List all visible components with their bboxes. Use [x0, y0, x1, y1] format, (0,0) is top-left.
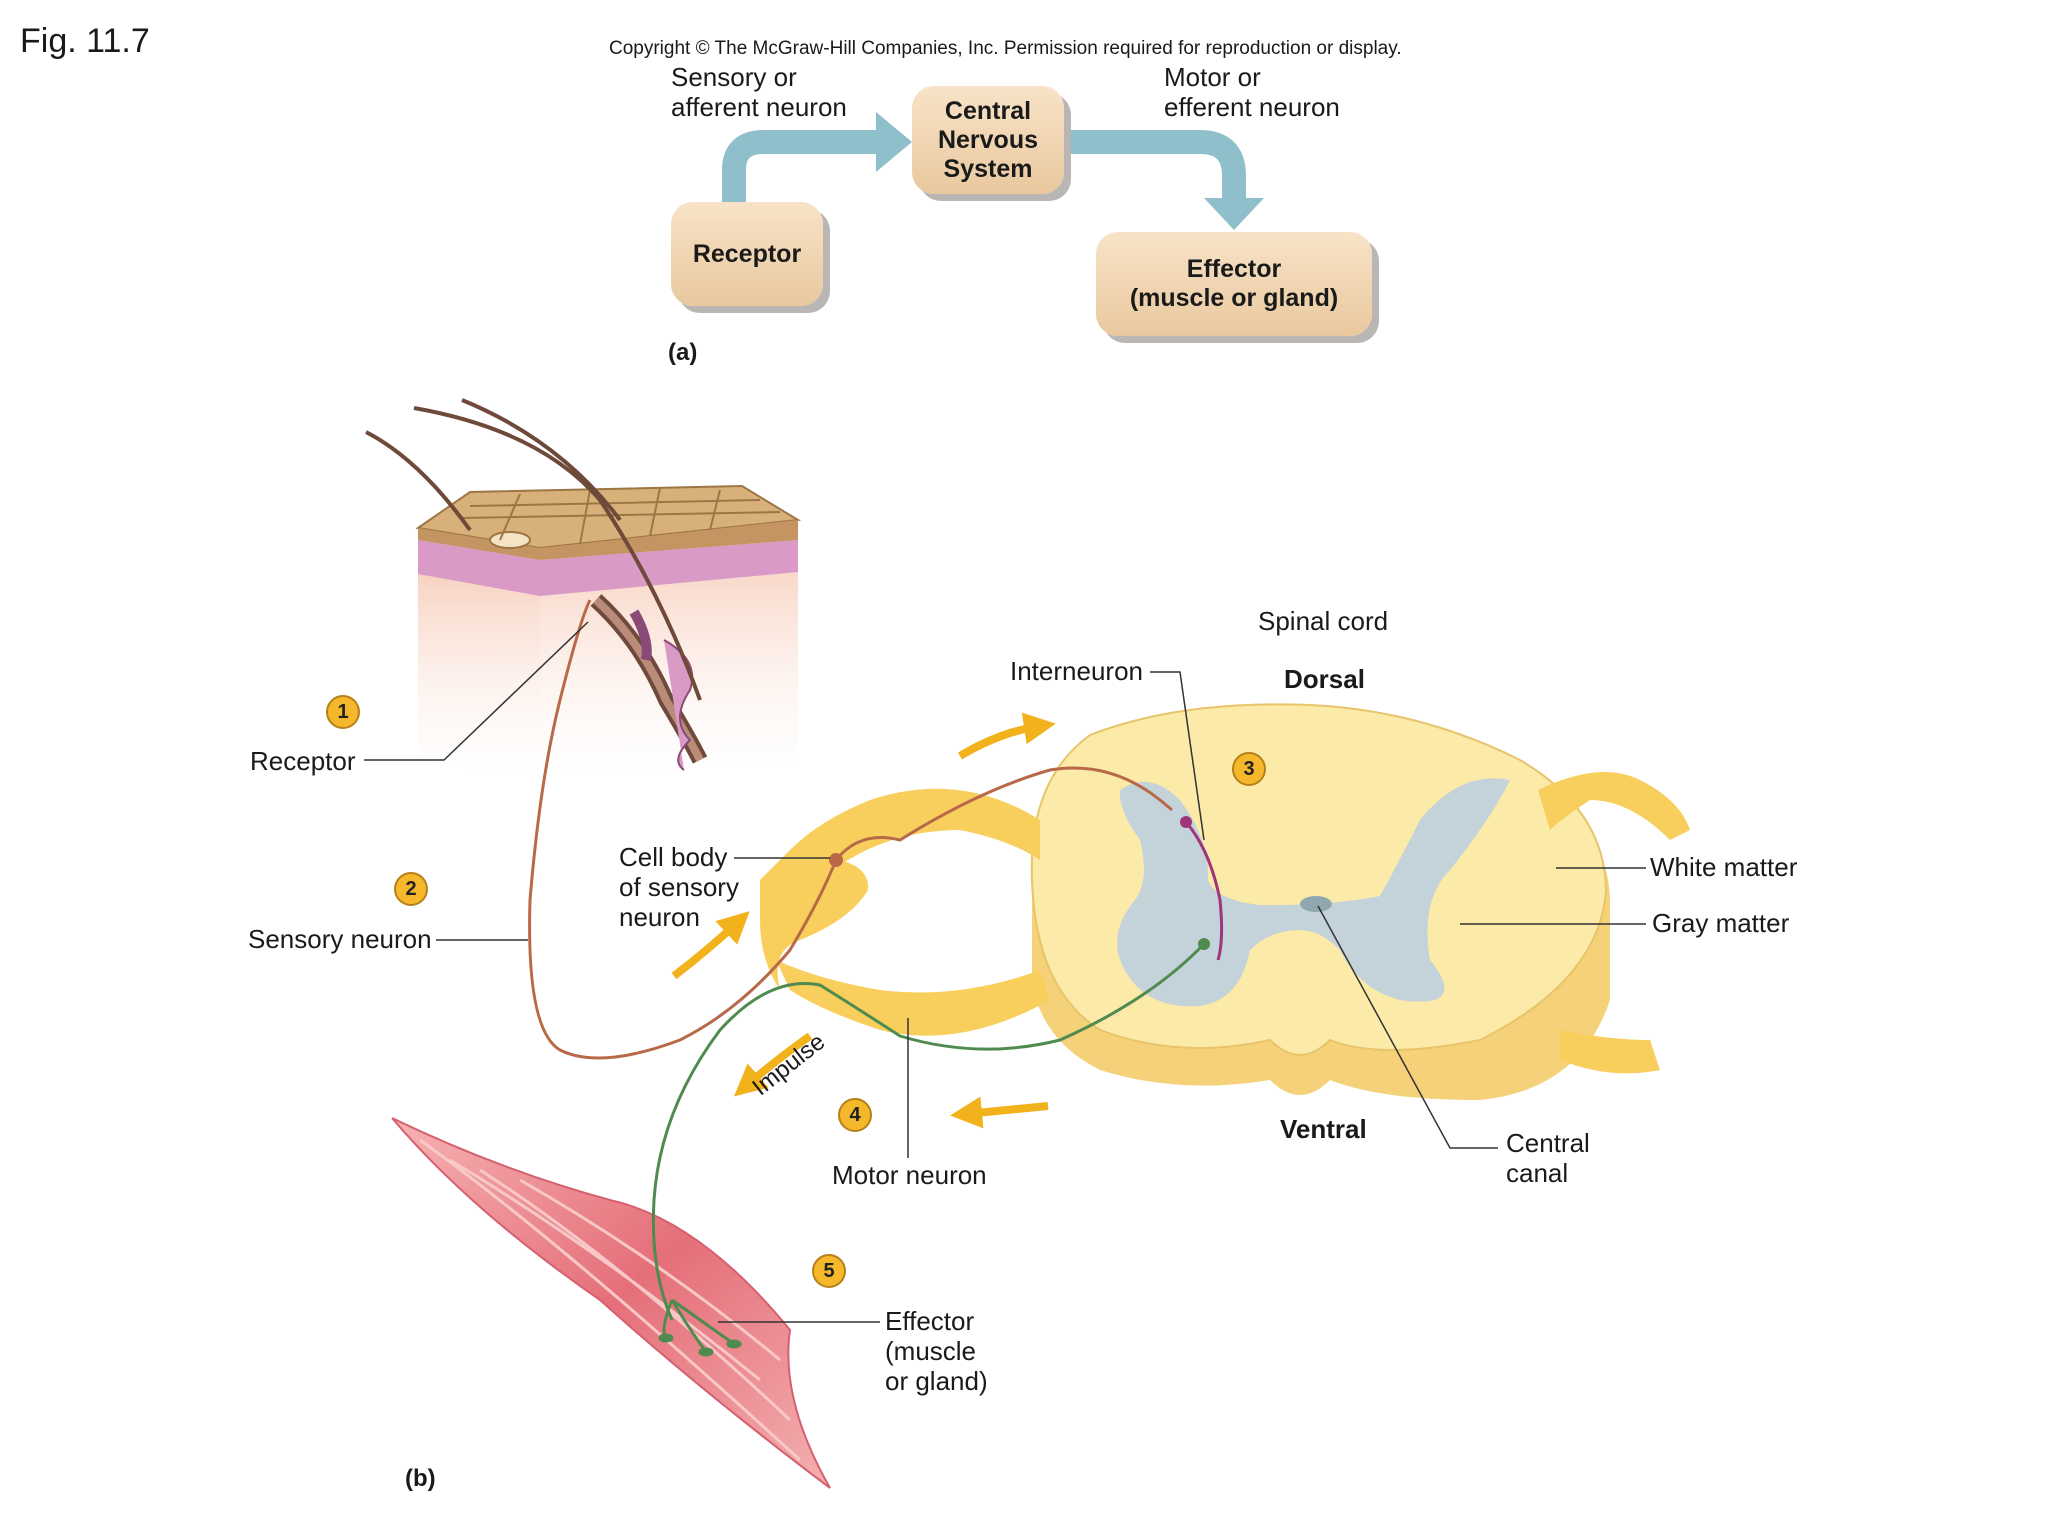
spinal-cord-illustration — [760, 703, 1690, 1100]
central-nervous-system-box: Central Nervous System — [912, 86, 1064, 194]
impulse-arrow-3 — [733, 1032, 813, 1097]
cell-body-label: Cell body of sensory neuron — [619, 842, 739, 932]
step-2-badge: 2 — [394, 872, 428, 906]
motor-end-plates — [658, 1298, 742, 1357]
sensory-cell-body — [829, 853, 843, 867]
impulse-arrow-1 — [957, 712, 1056, 760]
step-1-badge: 1 — [326, 695, 360, 729]
impulse-arrow-2 — [671, 911, 750, 980]
panel-a-label: (a) — [668, 339, 698, 366]
spinal-cord-label: Spinal cord — [1258, 606, 1389, 636]
figure-label: Fig. 11.7 — [20, 22, 150, 60]
central-canal-label: Central canal — [1506, 1128, 1590, 1188]
interneuron-label: Interneuron — [1010, 656, 1143, 686]
motor-neuron-cell-body — [1198, 938, 1210, 950]
step-5-badge: 5 — [812, 1254, 846, 1288]
copyright-notice: Copyright © The McGraw-Hill Companies, I… — [609, 38, 1402, 59]
leader-lines — [364, 621, 1646, 1323]
afferent-flow-arrow — [722, 112, 912, 212]
effector-label: Effector (muscle or gland) — [885, 1306, 988, 1396]
dorsal-label: Dorsal — [1284, 664, 1365, 694]
motor-efferent-label: Motor or efferent neuron — [1164, 62, 1340, 122]
sensory-neuron-path — [528, 599, 1173, 1060]
skin-block-illustration — [365, 398, 802, 780]
step-3-badge: 3 — [1232, 752, 1266, 786]
motor-neuron-label: Motor neuron — [832, 1160, 987, 1190]
motor-neuron-path — [651, 942, 1206, 1321]
interneuron-path — [1184, 821, 1224, 961]
efferent-flow-arrow — [1068, 130, 1264, 230]
muscle-effector-illustration — [391, 1117, 831, 1489]
white-matter-label: White matter — [1650, 852, 1798, 882]
interneuron-cell-body — [1180, 816, 1192, 828]
receptor-box: Receptor — [671, 202, 823, 306]
step-4-badge: 4 — [838, 1098, 872, 1132]
ventral-label: Ventral — [1280, 1114, 1367, 1144]
sensory-neuron-label: Sensory neuron — [248, 924, 432, 954]
effector-box: Effector (muscle or gland) — [1096, 232, 1372, 336]
gray-matter-label: Gray matter — [1652, 908, 1790, 938]
impulse-arrow-4 — [950, 1096, 1049, 1129]
sensory-afferent-label: Sensory or afferent neuron — [671, 62, 847, 122]
panel-b-label: (b) — [405, 1465, 436, 1492]
receptor-label: Receptor — [250, 746, 356, 776]
